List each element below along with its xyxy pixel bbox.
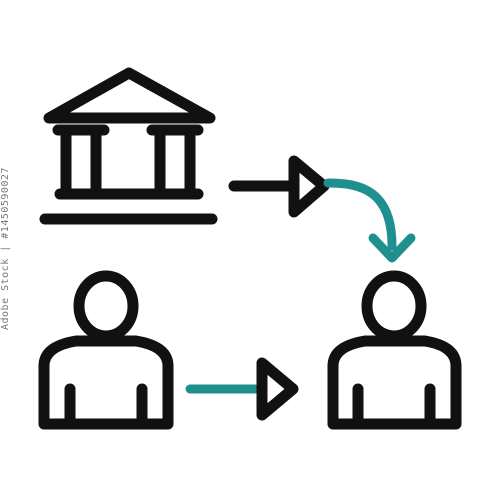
curved-arrow-head	[368, 233, 416, 263]
person-body	[327, 335, 462, 430]
person-body	[38, 335, 174, 430]
bank-roof	[43, 67, 216, 124]
person-icon	[38, 270, 174, 430]
bank-column-left	[60, 124, 102, 198]
person-arms	[352, 383, 436, 426]
arrow-icon	[228, 155, 330, 218]
curved-arrow-icon	[323, 178, 416, 263]
arrow-head	[256, 357, 299, 421]
stock-watermark-id: Adobe Stock | #1450590027	[0, 166, 11, 330]
bank-icon	[39, 67, 218, 225]
person-icon	[327, 270, 462, 430]
person-head	[361, 270, 427, 342]
arrow-head	[288, 155, 330, 218]
person-head	[73, 270, 139, 342]
arrow-icon	[185, 357, 299, 421]
curved-arrow-path	[323, 178, 397, 251]
bank-column-right	[154, 124, 196, 198]
person-arms	[64, 383, 148, 426]
